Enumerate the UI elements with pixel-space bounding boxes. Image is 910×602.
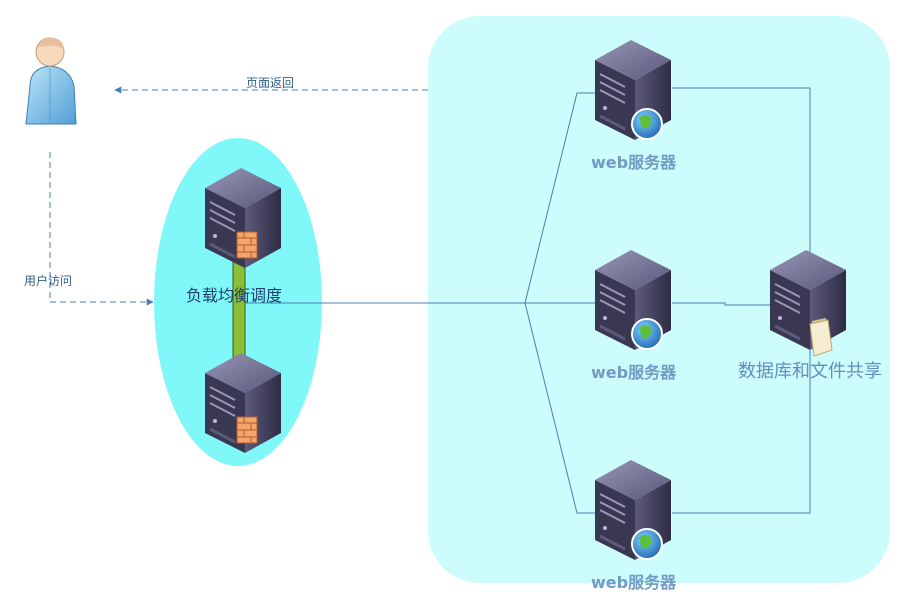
database-server-icon: [768, 248, 848, 357]
db-share-label: 数据库和文件共享: [738, 361, 882, 382]
web-server-icon: [593, 38, 673, 142]
web-server-icon: [593, 458, 673, 562]
web-server-icon: [593, 248, 673, 352]
web3-to-db-line: [672, 308, 811, 514]
firewall-server-icon: [203, 351, 283, 455]
web2-to-db-line: [672, 302, 810, 306]
user-icon: [25, 37, 77, 125]
user-access-arrow: [49, 152, 154, 306]
firewall-server-icon: [203, 166, 283, 270]
load-balancer-label: 负载均衡调度: [186, 286, 283, 305]
web-server-label-2: web服务器: [591, 363, 677, 382]
firewall-link: [232, 254, 246, 358]
page-return-label: 页面返回: [246, 76, 295, 90]
web1-to-db-line: [672, 87, 811, 308]
web-server-label-3: web服务器: [591, 573, 677, 592]
web-server-label-1: web服务器: [591, 153, 677, 172]
user-access-label: 用户访问: [24, 274, 73, 288]
